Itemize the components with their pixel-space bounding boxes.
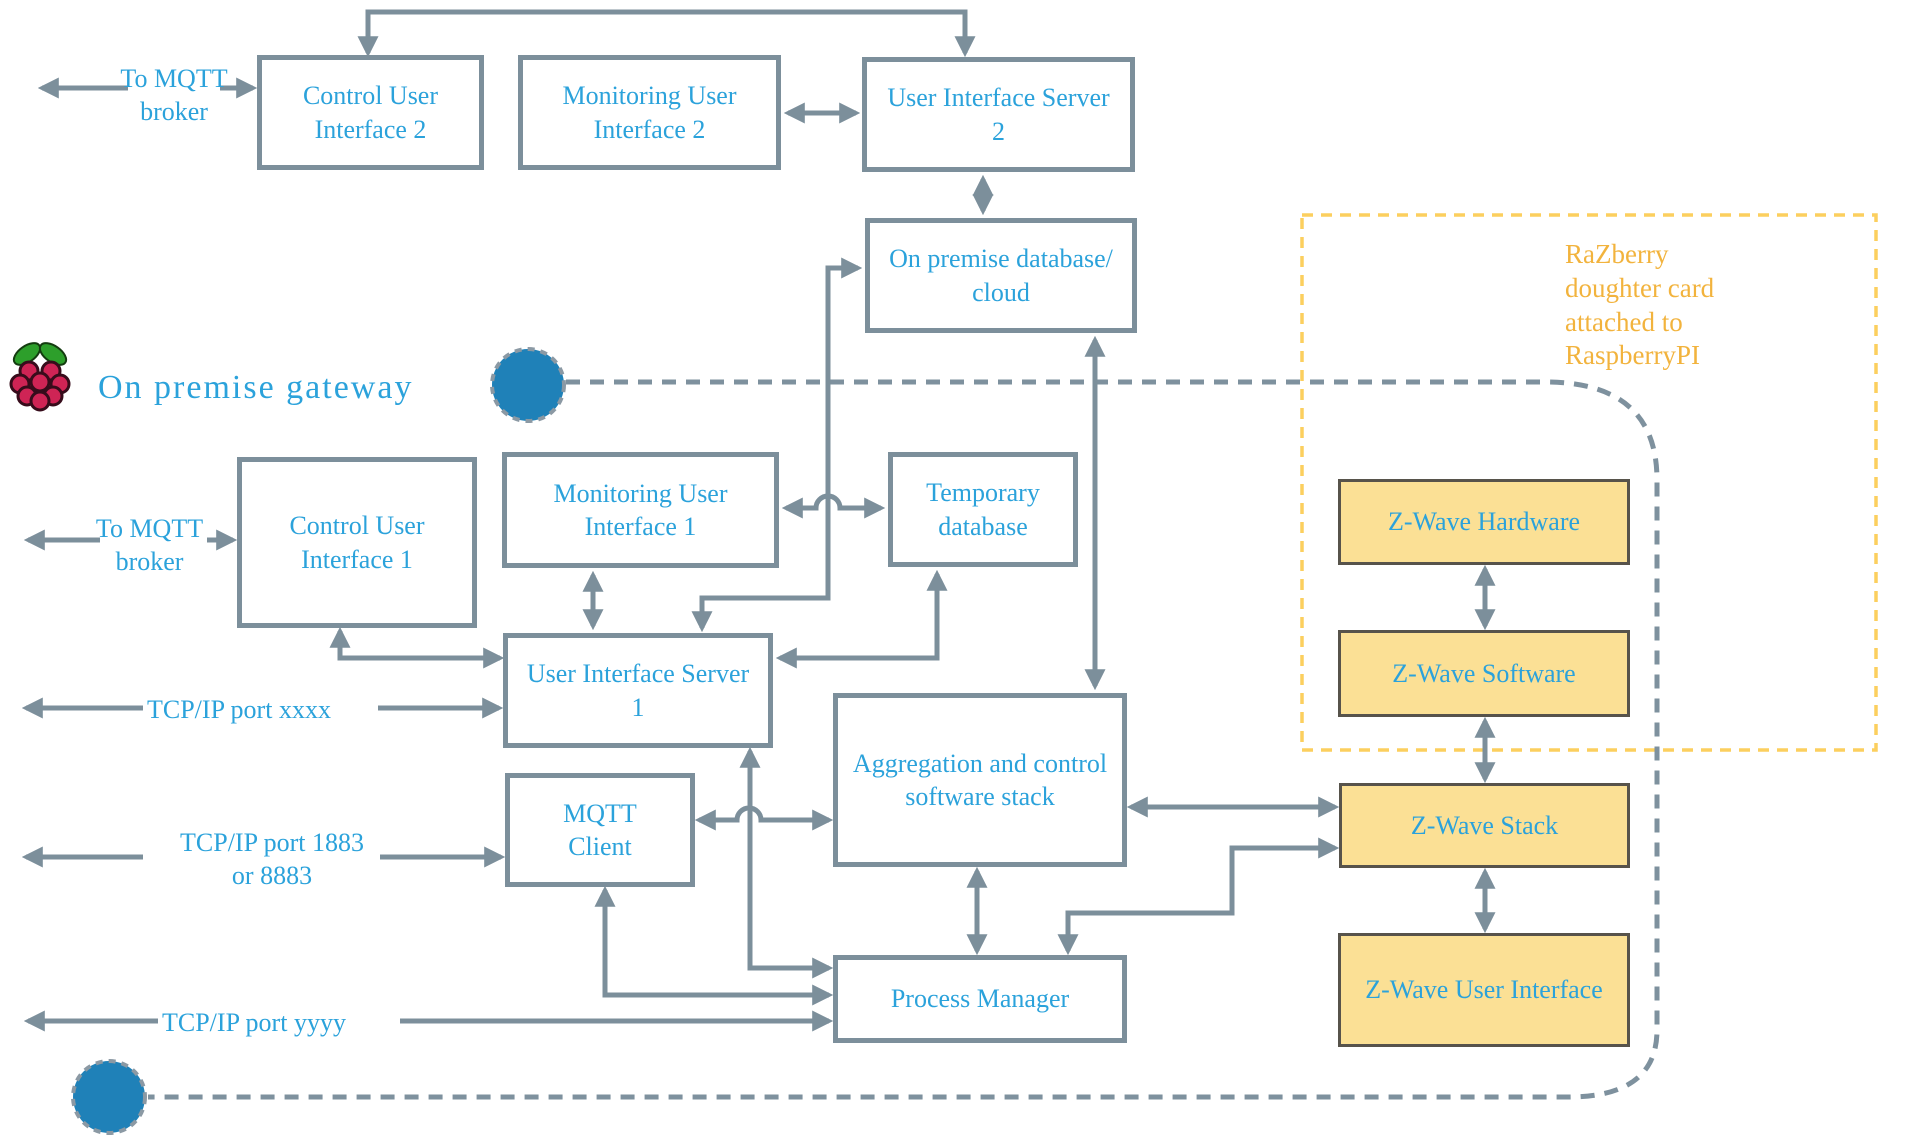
connector-mqtt-client-aggregation bbox=[694, 805, 834, 831]
node-zwave-user-interface: Z-Wave User Interface bbox=[1338, 933, 1630, 1047]
node-user-interface-server-2: User Interface Server 2 bbox=[862, 57, 1135, 172]
connector-ui-server1-process-manager bbox=[739, 746, 834, 979]
connector-monitoring-ui1-temporary-db bbox=[781, 493, 886, 519]
label-line: RaZberry bbox=[1565, 239, 1669, 269]
node-monitoring-user-interface-1: Monitoring User Interface 1 bbox=[502, 452, 779, 568]
label-line: or 8883 bbox=[231, 861, 313, 891]
label-line: TCP/IP port 1883 bbox=[180, 828, 364, 857]
label-razberry-note: RaZberry doughter card attached to Raspb… bbox=[1565, 238, 1845, 373]
label-line: broker bbox=[140, 97, 208, 127]
connector-ui-server1-database bbox=[691, 257, 863, 633]
label-to-mqtt-broker-top: To MQTT broker bbox=[118, 62, 230, 129]
node-control-user-interface-1: Control User Interface 1 bbox=[237, 457, 477, 628]
gateway-port-dot-top bbox=[490, 347, 566, 423]
connector-ui-server1-temporary-db bbox=[775, 569, 948, 669]
label-line: To MQTT bbox=[120, 64, 228, 93]
label-tcp-port-yyyy: TCP/IP port yyyy bbox=[162, 1008, 346, 1037]
label-line: attached to bbox=[1565, 306, 1683, 337]
label-on-premise-gateway: On premise gateway bbox=[98, 369, 414, 406]
label-line: broker bbox=[115, 547, 184, 577]
node-process-manager: Process Manager bbox=[833, 955, 1127, 1043]
node-monitoring-user-interface-2: Monitoring User Interface 2 bbox=[518, 55, 781, 170]
connector-control-ui2-to-ui-server2 bbox=[357, 9, 976, 58]
node-user-interface-server-1: User Interface Server 1 bbox=[503, 633, 773, 748]
connector-process-manager-zwave-stack bbox=[1057, 837, 1340, 956]
node-mqtt-client: MQTT Client bbox=[505, 773, 695, 887]
razberry-card-region bbox=[1300, 213, 1878, 752]
connector-mqtt-client-process-manager bbox=[594, 885, 834, 1006]
connector-control-ui1-ui-server1 bbox=[329, 626, 505, 669]
label-tcp-port-xxxx: TCP/IP port xxxx bbox=[147, 695, 331, 724]
node-zwave-hardware: Z-Wave Hardware bbox=[1338, 479, 1630, 565]
label-to-mqtt-broker-mid: To MQTT broker bbox=[92, 512, 207, 579]
node-control-user-interface-2: Control User Interface 2 bbox=[257, 55, 484, 170]
node-zwave-software: Z-Wave Software bbox=[1338, 630, 1630, 717]
node-temporary-database: Temporary database bbox=[888, 452, 1078, 567]
node-on-premise-database-cloud: On premise database/ cloud bbox=[865, 218, 1137, 333]
raspberry-pi-icon bbox=[9, 342, 71, 412]
label-line: RaspberryPI bbox=[1565, 340, 1700, 371]
node-zwave-stack: Z-Wave Stack bbox=[1339, 783, 1630, 868]
gateway-boundary-dashed-line bbox=[148, 379, 1660, 1100]
label-line: doughter card bbox=[1565, 272, 1715, 303]
node-aggregation-control-stack: Aggregation and control software stack bbox=[833, 693, 1127, 867]
label-tcp-port-1883: TCP/IP port 1883 or 8883 bbox=[158, 826, 386, 893]
gateway-port-dot-bottom bbox=[71, 1059, 147, 1135]
label-line: To MQTT bbox=[95, 514, 204, 543]
